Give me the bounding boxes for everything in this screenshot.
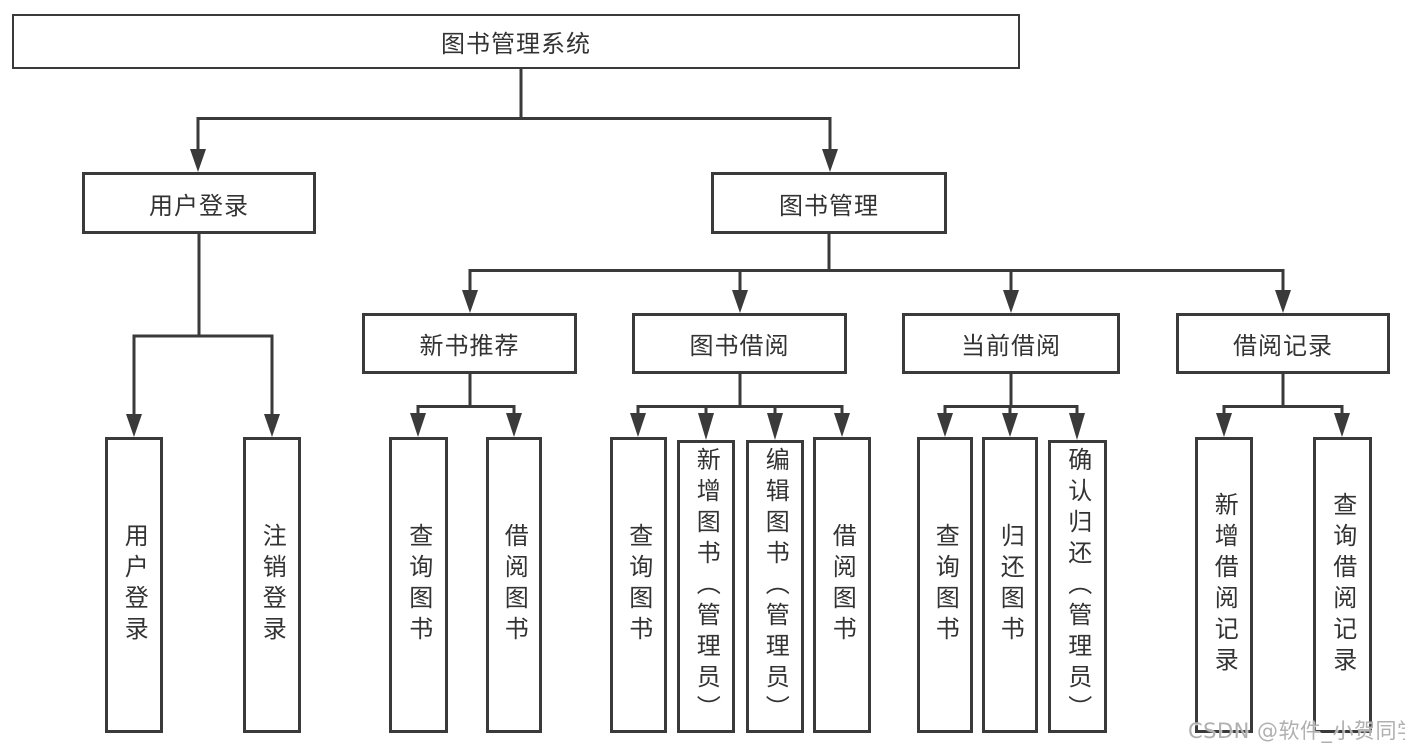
node-library-management-system: 图书管理系统 [12,14,1020,69]
arrow-down-icon [506,413,522,437]
arrow-down-icon [1003,290,1019,313]
node-new-book-recommend: 新书推荐 [362,313,577,374]
node-book-management: 图书管理 [711,172,947,234]
leaf-query-borrow-record: 查询借阅记录 [1313,437,1372,733]
leaf-return-book: 归还图书 [982,437,1038,733]
leaf-add-borrow-record: 新增借阅记录 [1195,437,1253,733]
leaf-borrow-book: 借阅图书 [486,437,542,733]
arrow-down-icon [1216,413,1232,437]
leaf-add-book-admin: 新增图书（管理员） [677,440,735,733]
arrow-down-icon [410,413,426,437]
connector-root-branch [190,68,838,172]
leaf-edit-book-admin: 编辑图书（管理员） [746,440,804,733]
node-borrow-record: 借阅记录 [1176,313,1390,374]
arrow-down-icon [698,413,714,440]
arrow-down-icon [1069,413,1085,440]
node-book-borrow: 图书借阅 [632,313,847,374]
leaf-query-book: 查询图书 [389,437,448,733]
leaf-user-login: 用户登录 [105,437,163,733]
connector-user-login-branch [126,234,280,437]
arrow-down-icon [1275,290,1291,313]
arrow-down-icon [264,414,280,437]
arrow-down-icon [1334,413,1350,437]
connector-book-borrow-branch [630,374,850,440]
arrow-down-icon [732,290,748,313]
leaf-query-book: 查询图书 [610,437,667,733]
arrow-down-icon [822,149,838,172]
leaf-query-book: 查询图书 [917,437,973,733]
node-user-login: 用户登录 [82,172,316,234]
arrow-down-icon [462,290,478,313]
connector-borrow-record-branch [1216,374,1350,437]
leaf-logout: 注销登录 [243,437,301,733]
arrow-down-icon [1002,413,1018,437]
arrow-down-icon [834,413,850,437]
connector-current-borrow-branch [937,374,1085,440]
leaf-borrow-book: 借阅图书 [813,437,871,733]
csdn-watermark: CSDN @软件_小贺同学 [1188,719,1405,743]
leaf-confirm-return-admin: 确认归还（管理员） [1048,440,1107,733]
arrow-down-icon [126,414,142,437]
arrow-down-icon [190,149,206,172]
arrow-down-icon [937,413,953,437]
arrow-down-icon [630,413,646,437]
arrow-down-icon [767,413,783,440]
connector-new-book-branch [410,374,522,437]
connector-book-management-branch [462,234,1291,313]
node-current-borrow: 当前借阅 [902,313,1120,374]
